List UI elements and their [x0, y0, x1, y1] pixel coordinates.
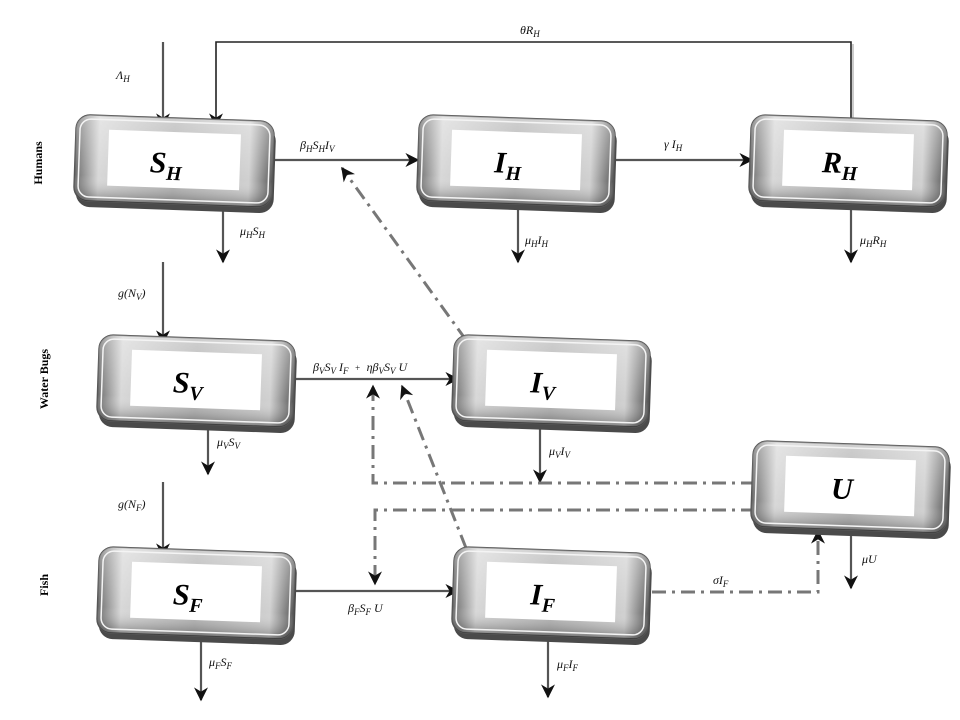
rate-infection-humans: βHSHIV — [299, 138, 336, 154]
compartment-label: SV — [172, 366, 205, 405]
compartment-label: SF — [172, 578, 204, 617]
compartment-label: SH — [149, 146, 184, 185]
arrow-loss-of-immunity — [209, 41, 852, 128]
compartment-label: IV — [529, 366, 558, 405]
rate-death-sf: μFSF — [208, 655, 233, 671]
dashed-if-to-bug-infection — [400, 384, 468, 549]
group-label-humans: Humans — [31, 141, 45, 185]
compartment-label: IF — [529, 578, 557, 617]
rate-recruitment-fish: g(NF) — [118, 497, 146, 513]
rate-recovery-humans: γ IH — [664, 137, 683, 153]
compartment-susceptible-bugs: SV — [96, 334, 297, 433]
dashed-if-to-u-shedding — [652, 529, 825, 594]
compartment-susceptible-humans: SH — [73, 114, 276, 214]
dashed-iv-to-human-infection — [340, 166, 468, 341]
rate-shedding: σIF — [713, 573, 729, 589]
compartment-susceptible-fish: SF — [96, 546, 297, 645]
rate-recruitment-humans: ΛH — [115, 68, 130, 84]
compartment-infected-bugs: IV — [451, 334, 652, 433]
compartment-label: RH — [820, 146, 859, 185]
compartment-pathogen-environment: U — [750, 440, 951, 539]
rate-recruitment-bugs: g(NV) — [118, 286, 146, 302]
rate-death-rh: μHRH — [859, 233, 887, 249]
dashed-u-to-bug-infection — [366, 384, 755, 485]
dashed-u-to-fish-infection — [368, 508, 755, 586]
rate-death-sv: μVSV — [216, 435, 242, 451]
group-label-fish: Fish — [37, 574, 51, 596]
rate-death-u: μU — [861, 552, 878, 566]
group-label-water-bugs: Water Bugs — [37, 349, 51, 409]
rate-death-iv: μVIV — [548, 444, 572, 460]
compartment-infected-fish: IF — [451, 546, 652, 645]
compartment-infected-humans: IH — [416, 114, 617, 213]
rate-death-if: μFIF — [556, 657, 579, 673]
compartment-label: U — [831, 472, 855, 506]
compartment-label: IH — [493, 146, 524, 185]
rate-death-sh: μHSH — [239, 224, 266, 240]
rate-loss-of-immunity: θRH — [520, 23, 540, 39]
rate-infection-bugs: βVSV IF+ηβVSV U — [312, 360, 409, 376]
rate-death-ih: μHIH — [524, 233, 549, 249]
rate-infection-fish: βFSF U — [347, 601, 384, 617]
compartment-recovered-humans: RH — [748, 114, 949, 213]
